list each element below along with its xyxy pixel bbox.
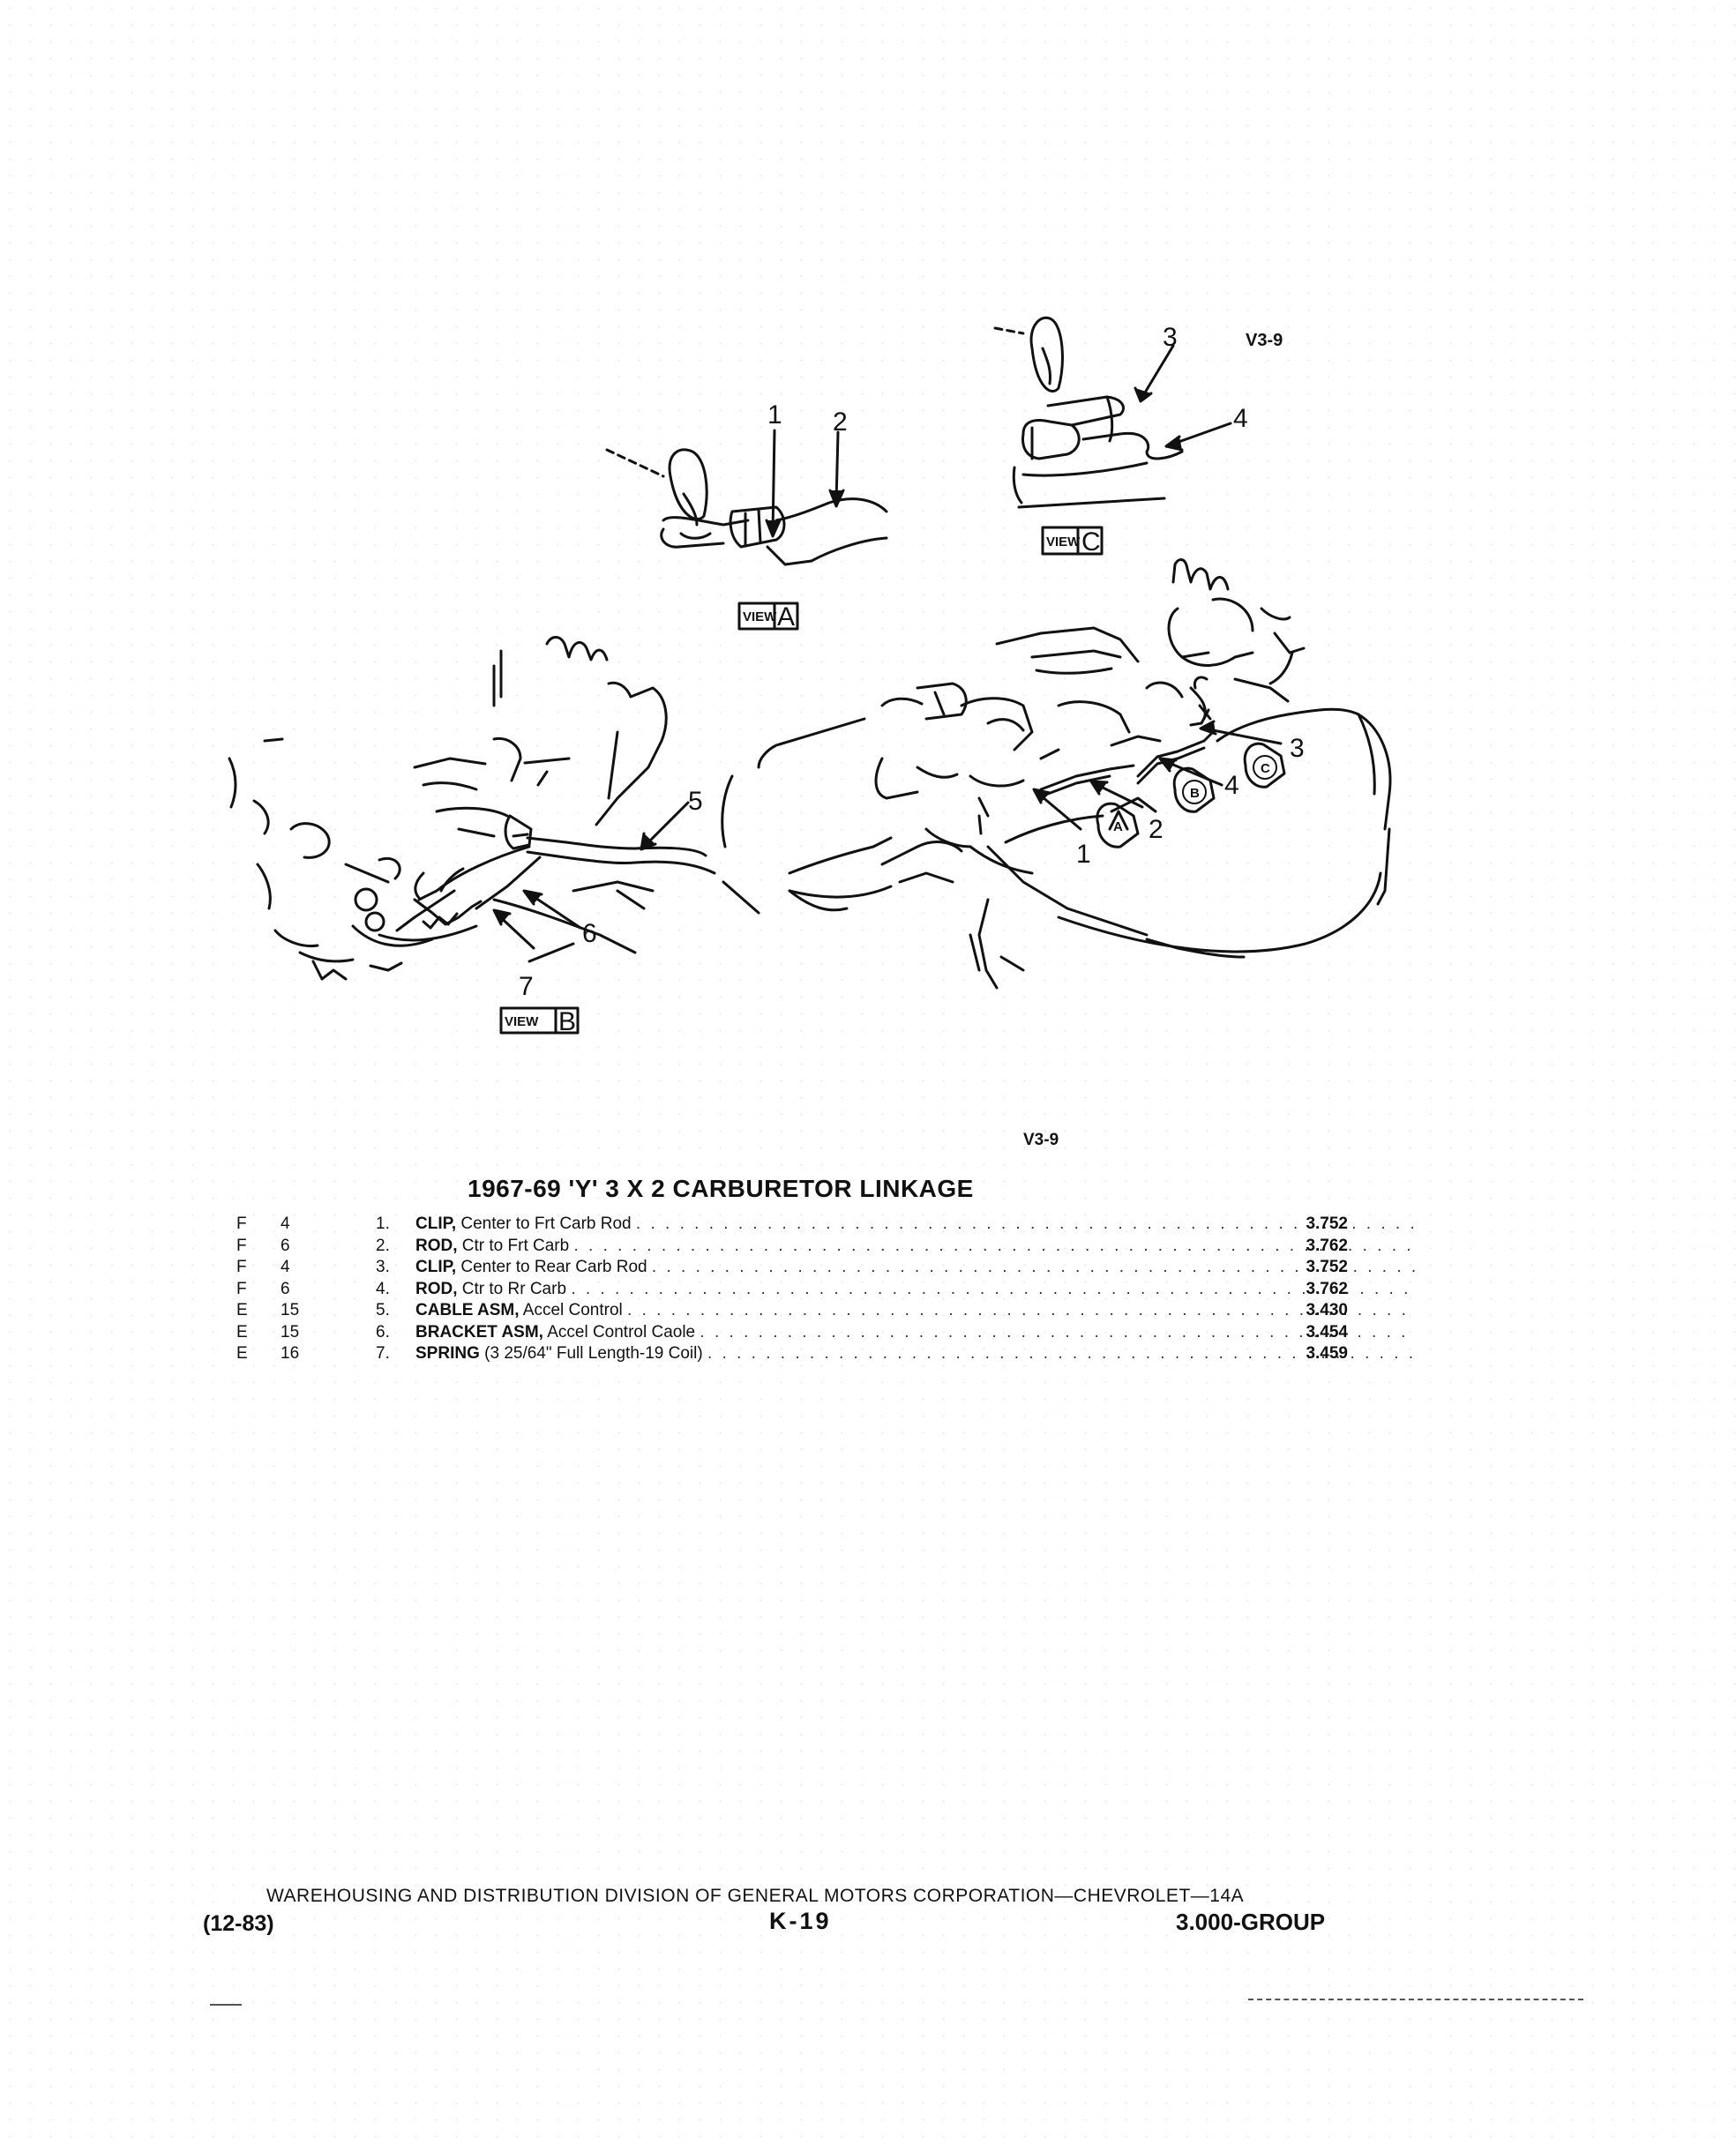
- view-key-c-icon: [1243, 742, 1286, 788]
- divider-left: [210, 2004, 242, 2006]
- part-number: 6.: [376, 1322, 390, 1342]
- part-description: Center to Rear Carb Rod: [460, 1258, 647, 1276]
- view-c-detail: [993, 316, 1184, 509]
- part-description: Accel Control: [522, 1301, 623, 1319]
- group-number: 3.762: [1306, 1279, 1348, 1298]
- callout-1: 1: [1076, 840, 1091, 869]
- view-a-label-box: [737, 602, 799, 631]
- part-name: BRACKET ASM,: [415, 1322, 543, 1342]
- grid-letter: F: [236, 1279, 247, 1298]
- part-description: Center to Frt Carb Rod: [460, 1215, 632, 1233]
- part-description: (3 25/64" Full Length-19 Coil): [484, 1344, 703, 1363]
- part-number: 7.: [376, 1344, 390, 1363]
- grid-number: 15: [281, 1301, 300, 1319]
- callout-numbers: 1 2 3 4 1 2 3 4 5 6 7 V3-9: [519, 323, 1305, 1001]
- part-name: CLIP,: [415, 1215, 457, 1233]
- callout-3: 3: [1163, 323, 1178, 352]
- carburetor-linkage-diagram: 1 2 3 4 1 2 3 4 5 6 7 V3-9 VIEW A VIEW B…: [228, 316, 1392, 1036]
- view-key-a-letter: A: [1113, 819, 1123, 834]
- footer-group: 3.000-GROUP: [1176, 1909, 1326, 1935]
- parts-list-row: E 15 6. BRACKET ASM, Accel Control Caole…: [236, 1322, 1417, 1344]
- callout-5: 5: [688, 787, 703, 816]
- callout-3: 3: [1290, 734, 1305, 763]
- page-number: K-19: [769, 1908, 832, 1934]
- parts-list-row: F 4 3. CLIP, Center to Rear Carb Rod . .…: [236, 1257, 1417, 1279]
- callout-2: 2: [833, 407, 848, 437]
- grid-number: 4: [281, 1258, 290, 1276]
- part-number: 4.: [376, 1279, 390, 1298]
- view-b-detail: [228, 636, 760, 981]
- leader-lines: [492, 344, 1283, 950]
- footer-division: WAREHOUSING AND DISTRIBUTION DIVISION OF…: [266, 1886, 1245, 1906]
- parts-list-row: F 6 2. ROD, Ctr to Frt Carb . . . . . . …: [236, 1236, 1417, 1258]
- part-number: 1.: [376, 1215, 390, 1233]
- section-code: V3-9: [1023, 1131, 1059, 1149]
- view-b-letter: B: [558, 1007, 576, 1036]
- parts-list-row: E 16 7. SPRING (3 25/64" Full Length-19 …: [236, 1343, 1417, 1365]
- engine-assembly: [721, 558, 1392, 990]
- callout-4: 4: [1233, 404, 1248, 433]
- parts-list: F 4 1. CLIP, Center to Frt Carb Rod . . …: [236, 1214, 1417, 1365]
- group-number: 3.459: [1306, 1344, 1348, 1363]
- callout-6: 6: [582, 919, 597, 948]
- part-name: ROD,: [415, 1236, 458, 1255]
- view-a-word: VIEW: [743, 609, 777, 624]
- view-box-labels: VIEW A VIEW B VIEW C A B C: [505, 527, 1270, 1036]
- part-name: CLIP,: [415, 1258, 457, 1276]
- divider-right: [1248, 1999, 1583, 2000]
- view-key-b-icon: [1172, 766, 1216, 813]
- part-description: Accel Control Caole: [547, 1322, 696, 1342]
- page-title: 1967-69 'Y' 3 X 2 CARBURETOR LINKAGE: [468, 1175, 974, 1202]
- view-c-letter: C: [1081, 527, 1101, 557]
- part-name: CABLE ASM,: [415, 1301, 520, 1319]
- parts-list-row: F 4 1. CLIP, Center to Frt Carb Rod . . …: [236, 1214, 1417, 1236]
- callout-2: 2: [1149, 815, 1164, 844]
- grid-letter: F: [236, 1236, 247, 1255]
- group-number: 3.752: [1306, 1258, 1348, 1276]
- grid-letter: E: [236, 1322, 248, 1342]
- view-a-letter: A: [777, 602, 795, 632]
- parts-list-row: E 15 5. CABLE ASM, Accel Control . . . .…: [236, 1300, 1417, 1322]
- view-c-word: VIEW: [1046, 534, 1081, 549]
- group-number: 3.430: [1306, 1301, 1348, 1319]
- part-number: 3.: [376, 1258, 390, 1276]
- grid-letter: F: [236, 1215, 247, 1233]
- part-name: ROD,: [415, 1279, 458, 1298]
- part-description: Ctr to Rr Carb: [461, 1279, 567, 1298]
- callout-4: 4: [1224, 771, 1239, 800]
- view-key-b-letter: B: [1190, 786, 1200, 801]
- grid-letter: E: [236, 1344, 248, 1363]
- group-number: 3.762: [1306, 1236, 1348, 1255]
- part-number: 2.: [376, 1236, 390, 1255]
- view-b-word: VIEW: [505, 1014, 539, 1029]
- grid-number: 15: [281, 1322, 300, 1342]
- view-b-label-box: [499, 1006, 580, 1035]
- group-number: 3.454: [1306, 1322, 1348, 1342]
- group-number: 3.752: [1306, 1215, 1348, 1233]
- part-name: SPRING: [415, 1344, 480, 1363]
- grid-letter: F: [236, 1258, 247, 1276]
- grid-letter: E: [236, 1301, 248, 1319]
- view-key-a-icon: [1096, 802, 1140, 848]
- grid-number: 4: [281, 1215, 290, 1233]
- grid-number: 6: [281, 1236, 290, 1255]
- parts-list-row: F 6 4. ROD, Ctr to Rr Carb . . . . . . .…: [236, 1279, 1417, 1301]
- view-c-label-box: [1041, 526, 1104, 556]
- diagram-sheet-code: V3-9: [1246, 331, 1283, 350]
- grid-number: 16: [281, 1344, 300, 1363]
- part-number: 5.: [376, 1301, 390, 1319]
- view-key-c-letter: C: [1261, 761, 1270, 776]
- callout-7: 7: [519, 972, 534, 1001]
- footer-date: (12-83): [203, 1911, 274, 1936]
- grid-number: 6: [281, 1279, 290, 1298]
- view-a-detail: [605, 448, 888, 566]
- callout-1: 1: [767, 400, 782, 430]
- part-description: Ctr to Frt Carb: [461, 1236, 570, 1255]
